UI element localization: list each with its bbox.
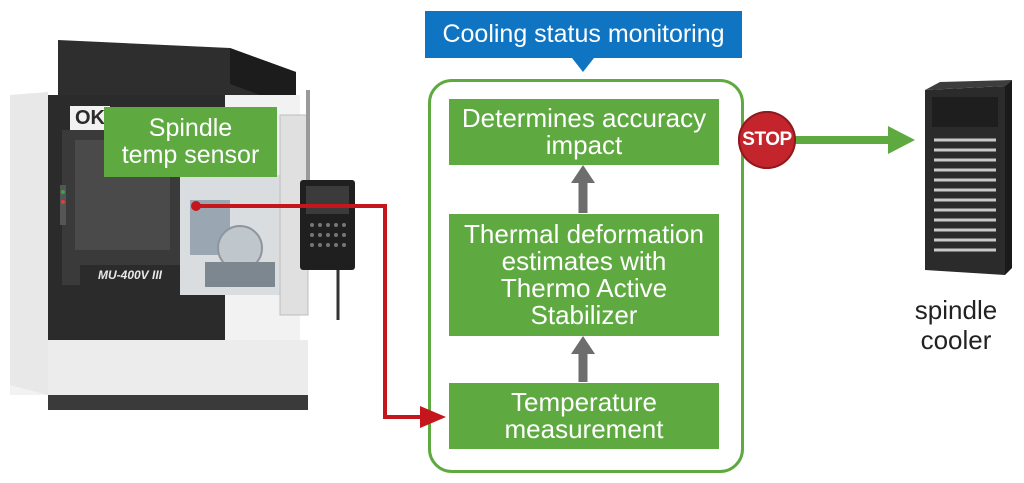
machine-base — [48, 340, 308, 400]
sensor-signal-line — [196, 204, 420, 419]
spindle-temp-sensor-label: Spindle temp sensor — [104, 107, 277, 177]
sensor-signal-arrowhead — [420, 406, 446, 428]
cooler-arrowhead — [888, 126, 915, 154]
sensor-point — [191, 201, 201, 211]
page-title: Cooling status monitoring — [425, 11, 742, 58]
step-thermal-deformation-estimates: Thermal deformation estimates with Therm… — [449, 214, 719, 336]
up-arrow-upper — [571, 165, 595, 183]
step-determines-accuracy-impact: Determines accuracy impact — [449, 99, 719, 165]
brand-badge: OK — [70, 106, 110, 130]
model-badge: MU-400V III — [97, 268, 163, 282]
stop-sign: STOP — [738, 111, 796, 169]
step-temperature-measurement: Temperature measurement — [449, 383, 719, 449]
up-arrow-lower — [571, 336, 595, 354]
title-pointer — [572, 58, 594, 72]
spindle-cooler-label: spindle cooler — [914, 295, 998, 355]
